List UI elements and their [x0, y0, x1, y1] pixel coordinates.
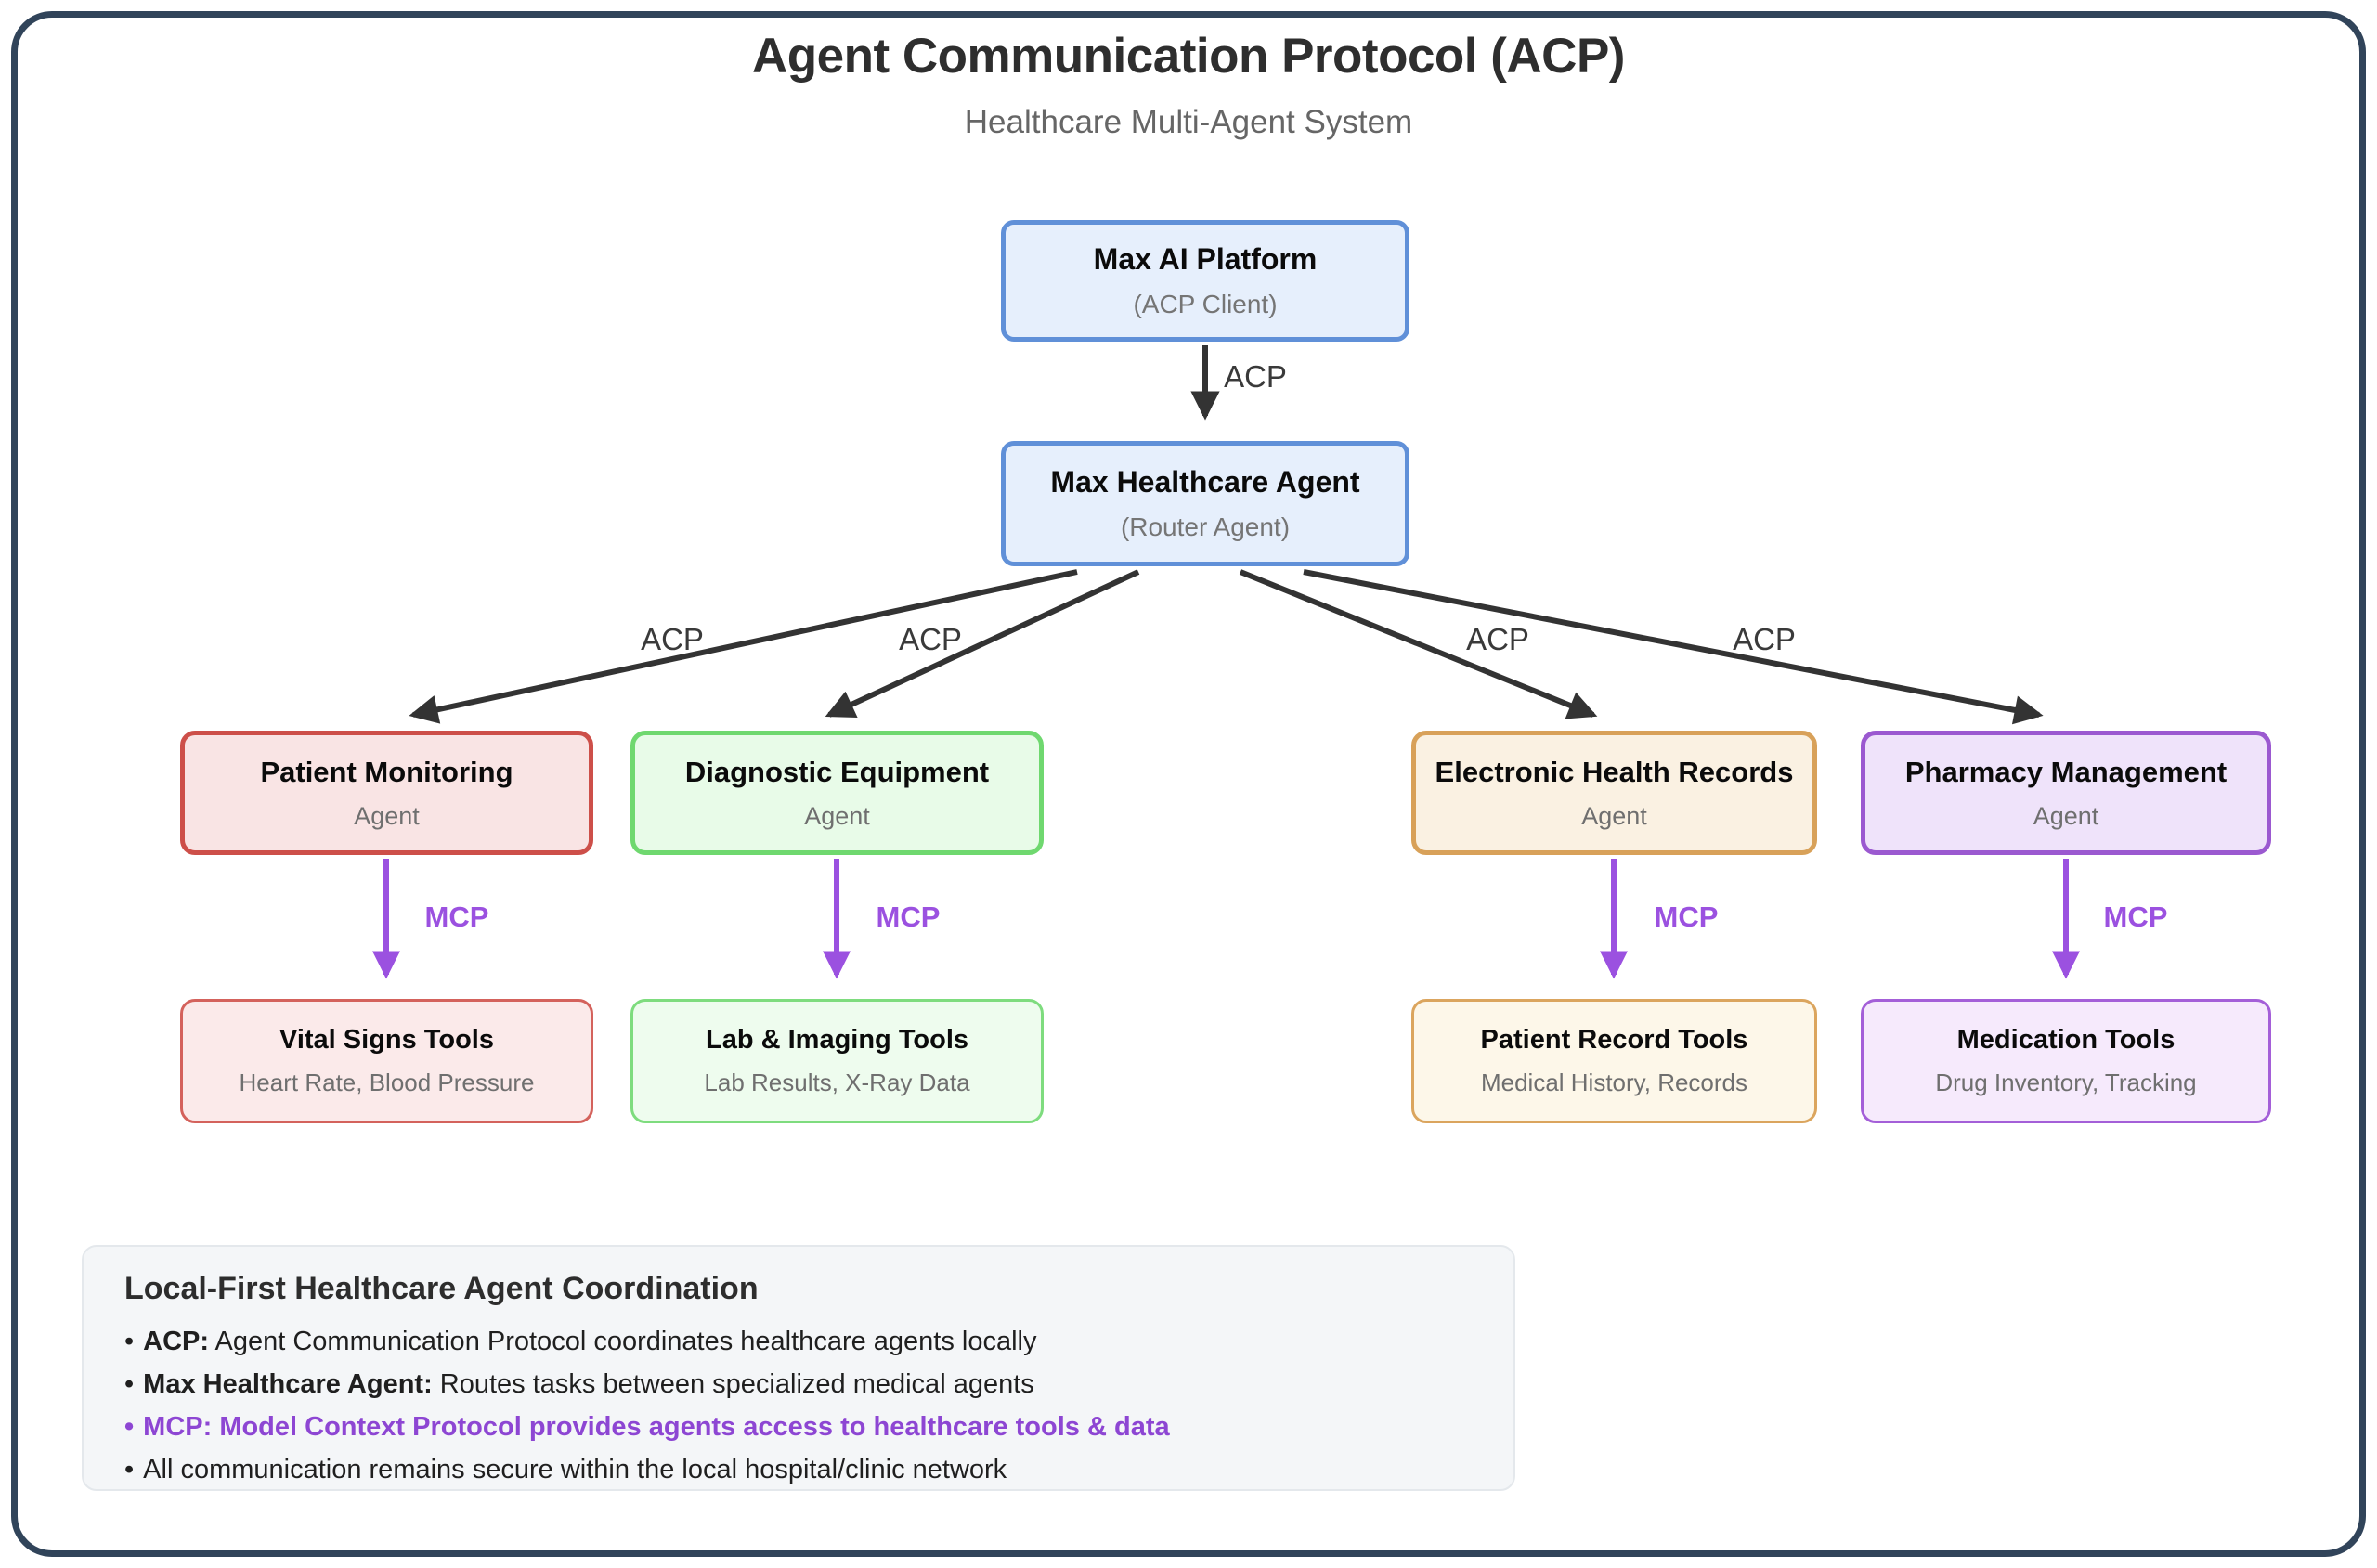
legend-panel: Local-First Healthcare Agent Coordinatio… — [82, 1245, 1515, 1491]
node-ehr-agent: Electronic Health Records Agent — [1411, 731, 1817, 855]
edge-label-mcp: MCP — [1654, 901, 1719, 933]
node-title: Patient Monitoring — [260, 755, 513, 788]
legend-title: Local-First Healthcare Agent Coordinatio… — [124, 1271, 759, 1306]
node-subtitle: Agent — [804, 801, 870, 830]
edge-acp-router-patient-monitoring — [409, 569, 1078, 724]
legend-item-bold: MCP: Model Context Protocol provides age… — [143, 1411, 1170, 1442]
node-subtitle: Drug Inventory, Tracking — [1935, 1069, 2197, 1096]
node-diagnostic-equipment-agent: Diagnostic Equipment Agent — [630, 731, 1044, 855]
edge-label-acp: ACP — [641, 622, 704, 656]
bullet-dot: • — [124, 1368, 135, 1399]
legend-item-text: All communication remains secure within … — [143, 1454, 1007, 1484]
legend-item-bold: Max Healthcare Agent: — [143, 1368, 433, 1399]
legend-item-bold: ACP: — [143, 1327, 210, 1356]
bullet-dot: • — [124, 1327, 135, 1356]
legend-item-mcp: • MCP: Model Context Protocol provides ag… — [124, 1411, 1473, 1443]
node-subtitle: Agent — [1581, 801, 1647, 830]
edge-label-acp: ACP — [1224, 359, 1287, 394]
node-subtitle: (ACP Client) — [1133, 290, 1278, 318]
node-max-healthcare-agent: Max Healthcare Agent (Router Agent) — [1001, 441, 1409, 566]
legend-item-text: Routes tasks between specialized medical… — [432, 1368, 1034, 1399]
node-title: Max AI Platform — [1093, 242, 1318, 276]
node-title: Vital Signs Tools — [279, 1025, 494, 1055]
node-medication-tools: Medication Tools Drug Inventory, Trackin… — [1861, 999, 2271, 1123]
node-subtitle: Medical History, Records — [1480, 1069, 1748, 1096]
legend-item-acp: • ACP: Agent Communication Protocol coord… — [124, 1327, 1473, 1357]
node-title: Electronic Health Records — [1435, 755, 1794, 788]
legend-item-security: • All communication remains secure within… — [124, 1454, 1473, 1485]
edge-label-acp: ACP — [1466, 622, 1529, 656]
diagram-title: Agent Communication Protocol (ACP) — [752, 29, 1625, 84]
node-subtitle: Agent — [2033, 801, 2099, 830]
node-vital-signs-tools: Vital Signs Tools Heart Rate, Blood Pres… — [180, 999, 593, 1123]
edge-acp-router-pharmacy — [1303, 569, 2044, 725]
diagram-subtitle: Healthcare Multi-Agent System — [964, 104, 1413, 140]
edge-acp-router-ehr — [1239, 569, 1598, 719]
node-title: Max Healthcare Agent — [1050, 465, 1360, 499]
node-max-ai-platform: Max AI Platform (ACP Client) — [1001, 220, 1409, 342]
legend-item-max-healthcare-agent: • Max Healthcare Agent: Routes tasks betw… — [124, 1368, 1473, 1400]
node-title: Diagnostic Equipment — [684, 755, 990, 788]
edge-acp-router-diagnostic-equipment — [825, 569, 1140, 719]
node-subtitle: Heart Rate, Blood Pressure — [239, 1069, 535, 1096]
node-subtitle: (Router Agent) — [1120, 512, 1291, 541]
node-title: Pharmacy Management — [1904, 755, 2228, 788]
bullet-dot: • — [124, 1454, 135, 1484]
edge-label-mcp: MCP — [424, 901, 489, 933]
node-title: Patient Record Tools — [1480, 1025, 1748, 1055]
edge-label-mcp: MCP — [876, 901, 941, 933]
node-subtitle: Lab Results, X-Ray Data — [704, 1069, 970, 1096]
bullet-dot: • — [124, 1411, 135, 1442]
node-lab-imaging-tools: Lab & Imaging Tools Lab Results, X-Ray D… — [630, 999, 1044, 1123]
edge-label-acp: ACP — [899, 622, 962, 656]
node-patient-monitoring-agent: Patient Monitoring Agent — [180, 731, 593, 855]
node-title: Lab & Imaging Tools — [705, 1025, 969, 1055]
legend-item-text: Agent Communication Protocol coordinates… — [209, 1327, 1037, 1356]
edge-label-acp: ACP — [1733, 622, 1796, 656]
node-title: Medication Tools — [1956, 1025, 2176, 1055]
edge-label-mcp: MCP — [2103, 901, 2168, 933]
node-patient-record-tools: Patient Record Tools Medical History, Re… — [1411, 999, 1817, 1123]
node-subtitle: Agent — [354, 801, 420, 830]
node-pharmacy-management-agent: Pharmacy Management Agent — [1861, 731, 2271, 855]
